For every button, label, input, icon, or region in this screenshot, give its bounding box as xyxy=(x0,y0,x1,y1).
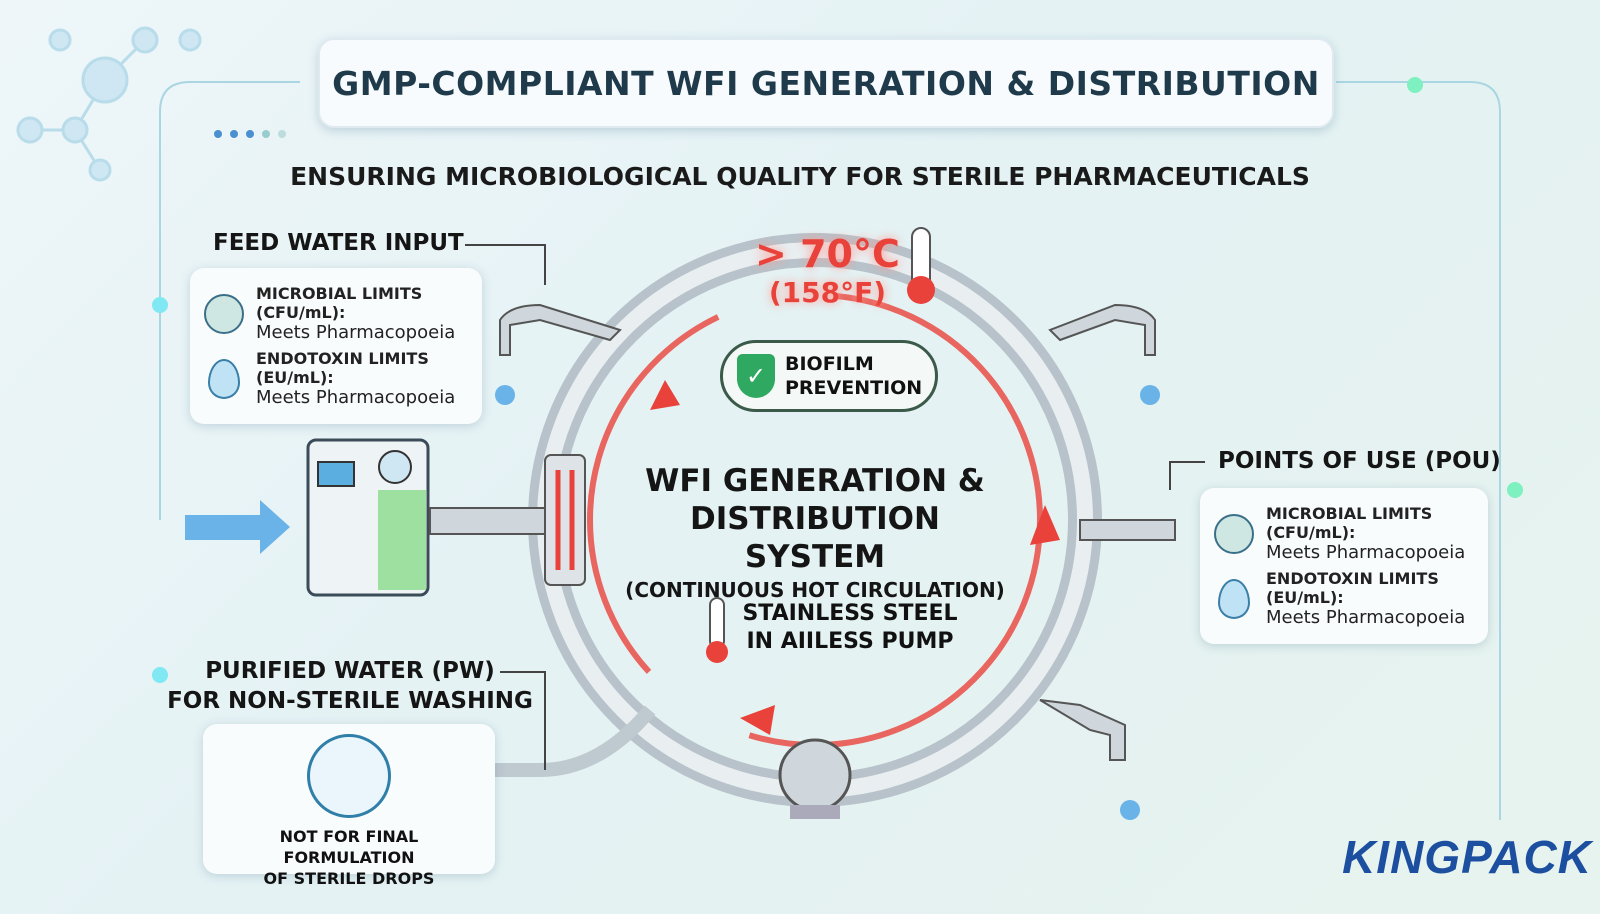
temperature-readout: > 70°C (158°F) xyxy=(755,232,900,309)
arrow-down-icon xyxy=(1030,505,1060,545)
beaker-icon xyxy=(307,734,391,818)
biofilm-line1: BIOFILM xyxy=(785,353,874,375)
pw-line1: PURIFIED WATER (PW) xyxy=(205,658,495,684)
glow-dot xyxy=(152,667,168,683)
microbe-icon xyxy=(204,293,244,334)
pw-note2: OF STERILE DROPS xyxy=(263,869,435,888)
microbial-label: MICROBIAL LIMITS (CFU/mL): xyxy=(1266,504,1433,542)
page-subtitle: ENSURING MICROBIOLOGICAL QUALITY FOR STE… xyxy=(290,162,1310,191)
arrow-up-icon xyxy=(650,380,680,410)
feed-water-label: FEED WATER INPUT xyxy=(213,230,464,256)
feed-arrow-icon xyxy=(185,500,290,554)
heat-exchanger-icon xyxy=(544,454,586,586)
system-title: WFI GENERATION & DISTRIBUTION SYSTEM (CO… xyxy=(615,462,1015,604)
temperature-fahrenheit: (158°F) xyxy=(768,276,886,309)
endotoxin-value: Meets Pharmacopoeia xyxy=(256,387,456,408)
microbial-value: Meets Pharmacopoeia xyxy=(1266,542,1466,563)
frame-lines xyxy=(159,81,1501,820)
faucet-icons xyxy=(499,303,1176,761)
thermometer-small-icon xyxy=(706,597,728,663)
system-subtitle: (CONTINUOUS HOT CIRCULATION) xyxy=(625,578,1005,602)
thermometer-icon xyxy=(907,227,935,304)
dots-decoration xyxy=(214,130,286,138)
endotoxin-label: ENDOTOXIN LIMITS (EU/mL): xyxy=(1266,569,1439,607)
endotoxin-value: Meets Pharmacopoeia xyxy=(1266,607,1466,628)
stainless-steel-label: STAINLESS STEEL IN AIILESS PUMP xyxy=(735,600,965,656)
feed-water-card: MICROBIAL LIMITS (CFU/mL):Meets Pharmaco… xyxy=(190,268,482,424)
glow-dot xyxy=(1407,77,1423,93)
leader-lines xyxy=(465,244,1205,770)
system-title-line2: DISTRIBUTION SYSTEM xyxy=(690,501,940,575)
steel-line1: STAINLESS STEEL xyxy=(742,601,958,626)
water-drop-icons xyxy=(495,385,1160,820)
microbial-label: MICROBIAL LIMITS (CFU/mL): xyxy=(256,284,423,322)
drop-icon xyxy=(1218,578,1250,619)
pou-label: POINTS OF USE (POU) xyxy=(1218,448,1501,474)
purified-water-label: PURIFIED WATER (PW) FOR NON-STERILE WASHI… xyxy=(140,656,560,716)
molecule-icon xyxy=(16,26,202,182)
system-title-line1: WFI GENERATION & xyxy=(645,463,985,499)
shield-check-icon: ✓ xyxy=(737,354,775,398)
glow-dot xyxy=(1507,482,1523,498)
microbial-value: Meets Pharmacopoeia xyxy=(256,322,456,343)
page-title: GMP-COMPLIANT WFI GENERATION & DISTRIBUT… xyxy=(318,38,1334,128)
microbe-icon xyxy=(1214,513,1254,554)
pou-card: MICROBIAL LIMITS (CFU/mL):Meets Pharmaco… xyxy=(1200,488,1488,644)
pw-line2: FOR NON-STERILE WASHING xyxy=(167,688,533,714)
biofilm-line2: PREVENTION xyxy=(785,377,923,399)
temperature-celsius: > 70°C xyxy=(755,232,900,276)
endotoxin-label: ENDOTOXIN LIMITS (EU/mL): xyxy=(256,349,429,387)
pump-icon xyxy=(778,738,852,819)
wfi-generator-icon xyxy=(306,438,551,597)
purified-water-card: NOT FOR FINAL FORMULATION OF STERILE DROP… xyxy=(203,724,495,888)
drop-icon xyxy=(208,358,240,399)
pw-note1: NOT FOR FINAL FORMULATION xyxy=(279,827,419,867)
glow-dot xyxy=(152,297,168,313)
kingpack-logo: KINGPACK xyxy=(1342,831,1592,883)
steel-line2: IN AIILESS PUMP xyxy=(746,629,954,654)
arrow-left-icon xyxy=(740,705,775,735)
